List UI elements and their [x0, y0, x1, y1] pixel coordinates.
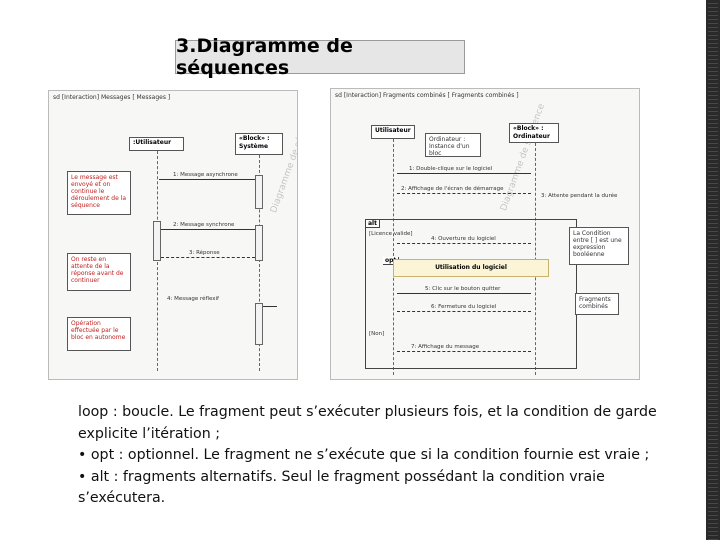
fragment-opt: Utilisation du logiciel: [393, 259, 549, 277]
slide-title: 3.Diagramme de séquences: [175, 35, 465, 79]
fragment-alt-tag: alt: [366, 220, 380, 228]
left-diagram: sd [Interaction] Messages [ Messages ] D…: [48, 90, 298, 380]
message-1-label: 1: Message asynchrone: [173, 172, 238, 178]
right-watermark: Diagramme de séquence: [499, 102, 548, 213]
left-diagram-header: sd [Interaction] Messages [ Messages ]: [53, 94, 171, 101]
right-diagram-header: sd [Interaction] Fragments combinés [ Fr…: [335, 92, 519, 99]
msg-r5-arrow: [397, 293, 531, 294]
actor-utilisateur: :Utilisateur: [129, 137, 184, 151]
note-async: Le message est envoyé et on continue le …: [67, 171, 131, 215]
right-diagram: sd [Interaction] Fragments combinés [ Fr…: [330, 88, 640, 380]
message-1-arrow: [159, 179, 255, 180]
msg-r2-arrow: [397, 193, 531, 194]
message-4-arrow: [263, 306, 277, 307]
msg-r6-label: 6: Fermeture du logiciel: [431, 304, 497, 310]
actor-utilisateur-right: Utilisateur: [371, 125, 415, 139]
message-3-arrow: [161, 257, 255, 258]
message-3-label: 3: Réponse: [189, 250, 220, 256]
message-2-arrow: [161, 229, 255, 230]
guard-non: [Non]: [369, 331, 385, 337]
activation-2: [153, 221, 161, 261]
note-sync: On reste en attente de la réponse avant …: [67, 253, 131, 291]
body-line-alt: • alt : fragments alternatifs. Seul le f…: [78, 468, 605, 507]
msg-r3-label: 3: Attente pendant la durée: [541, 193, 618, 199]
lifeline-utilisateur: [157, 151, 158, 371]
msg-r4-arrow: [397, 243, 531, 244]
activation-3: [255, 225, 263, 261]
activation-4: [255, 303, 263, 345]
message-2-label: 2: Message synchrone: [173, 222, 235, 228]
note-reflexive: Opération effectuée par le bloc en auton…: [67, 317, 131, 351]
msg-r1-label: 1: Double-clique sur le logiciel: [409, 166, 493, 172]
left-watermark: Diagramme de séquence: [269, 104, 298, 215]
msg-r6-arrow: [397, 311, 531, 312]
message-4-label: 4: Message réflexif: [167, 296, 219, 302]
note-fragments: Fragments combinés: [575, 293, 619, 315]
slide-edge: [706, 0, 720, 540]
actor-ordinateur: «Block» : Ordinateur: [509, 123, 559, 143]
actor-systeme: «Block» : Système: [235, 133, 283, 155]
body-line-opt: • opt : optionnel. Le fragment ne s’exéc…: [78, 447, 650, 463]
msg-r5-label: 5: Clic sur le bouton quitter: [425, 286, 501, 292]
body-line-loop: loop : boucle. Le fragment peut s’exécut…: [78, 404, 657, 442]
msg-r4-label: 4: Ouverture du logiciel: [431, 236, 496, 242]
msg-r7-arrow: [397, 351, 531, 352]
msg-r7-label: 7: Affichage du message: [411, 344, 480, 350]
note-instance: Ordinateur : Instance d'un bloc: [425, 133, 481, 157]
activation-1: [255, 175, 263, 209]
guard-licence: [Licence valide]: [369, 231, 413, 237]
body-text: loop : boucle. Le fragment peut s’exécut…: [78, 402, 688, 510]
msg-r1-arrow: [397, 173, 531, 174]
msg-r2-label: 2: Affichage de l'écran de démarrage: [401, 186, 504, 192]
edge-texture: [708, 0, 718, 540]
note-condition: La Condition entre [ ] est une expressio…: [569, 227, 629, 265]
lifeline-systeme: [259, 155, 260, 371]
